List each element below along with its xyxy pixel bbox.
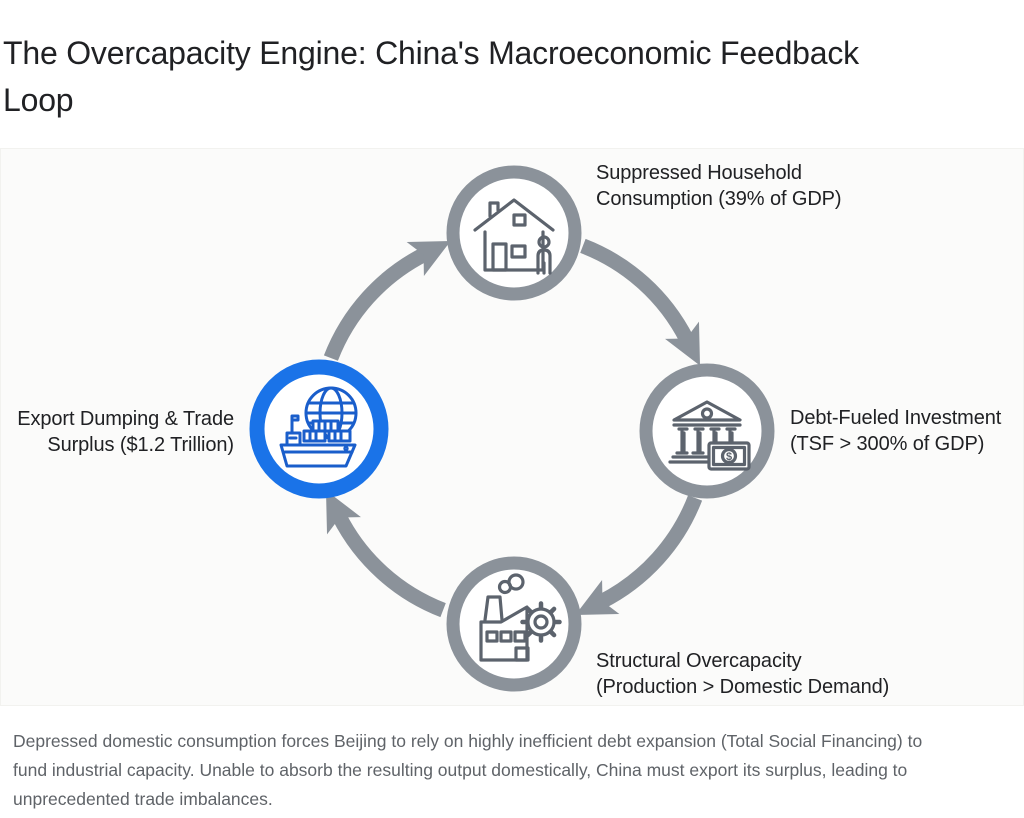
node-ring-debt bbox=[639, 363, 775, 499]
arrow-export-to-consumption-icon bbox=[323, 240, 451, 361]
bank-money-icon: $ bbox=[668, 400, 751, 471]
node-ring-consumption bbox=[446, 165, 582, 301]
house-person-icon bbox=[473, 198, 555, 275]
node-label-overcapacity: Structural Overcapacity (Production > Do… bbox=[596, 650, 890, 698]
node-label-export: Export Dumping & Trade Surplus ($1.2 Tri… bbox=[17, 408, 234, 456]
node-ring-overcapacity bbox=[446, 556, 582, 692]
arrow-consumption-to-debt-icon bbox=[580, 238, 701, 366]
page-title: The Overcapacity Engine: China's Macroec… bbox=[3, 35, 859, 118]
feedback-loop-canvas: $ bbox=[249, 165, 775, 692]
node-label-consumption: Suppressed Household Consumption (39% of… bbox=[596, 162, 842, 210]
page-caption: Depressed domestic consumption forces Be… bbox=[13, 731, 923, 809]
feedback-loop-figure: $ bbox=[0, 148, 1024, 706]
arrow-overcapacity-to-export-icon bbox=[325, 490, 446, 618]
node-label-debt: Debt-Fueled Investment (TSF > 300% of GD… bbox=[790, 407, 1002, 455]
dollar-symbol: $ bbox=[726, 451, 732, 463]
globe-ship-icon bbox=[279, 386, 358, 468]
factory-gear-icon bbox=[479, 573, 562, 662]
arrow-debt-to-overcapacity-icon bbox=[575, 495, 703, 616]
